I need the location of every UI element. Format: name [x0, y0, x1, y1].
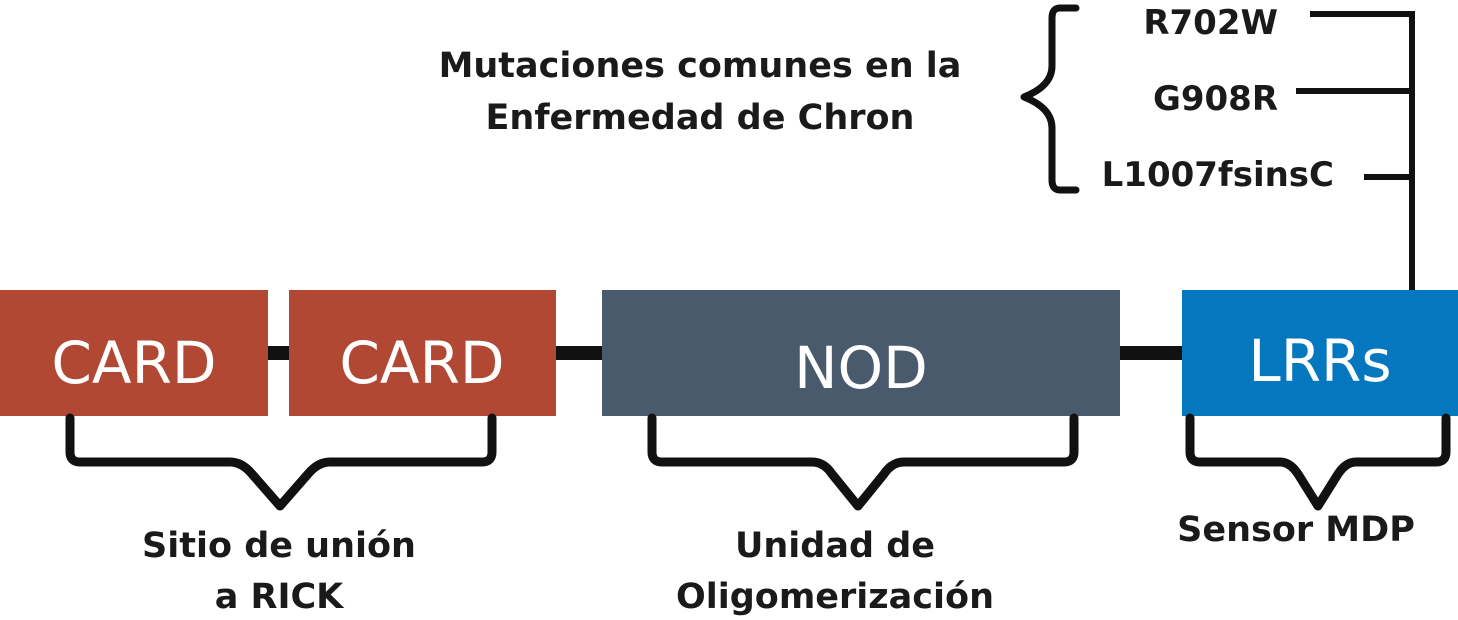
- lrrs-domain: LRRs: [1182, 290, 1458, 416]
- card-label-1: CARD: [51, 329, 216, 397]
- card-label-2: CARD: [339, 329, 504, 397]
- oligo-brace: [647, 413, 1079, 511]
- lrrs-box: [1182, 290, 1458, 416]
- card-box-2: [289, 290, 556, 416]
- lrrs-label: LRRs: [1248, 327, 1391, 395]
- mutations-brace: [1020, 4, 1080, 194]
- sensor-brace: [1185, 413, 1451, 511]
- rick-caption-line2: a RICK: [215, 577, 345, 617]
- card-domain-2: CARD: [289, 290, 556, 416]
- mutation-connectors: [1296, 11, 1415, 290]
- rick-caption-line1: Sitio de unión: [142, 526, 416, 566]
- sensor-caption: Sensor MDP: [1177, 510, 1415, 550]
- nod-label: NOD: [794, 334, 928, 402]
- card-domain-1: CARD: [0, 290, 268, 416]
- oligo-caption-line2: Oligomerización: [676, 577, 994, 617]
- oligo-caption-line1: Unidad de: [735, 526, 935, 566]
- mutation-r702w: R702W: [1143, 3, 1278, 43]
- mutation-g908r: G908R: [1153, 79, 1278, 119]
- mutation-l1007fsinsc: L1007fsinsC: [1102, 155, 1334, 195]
- nod-box: [602, 290, 1120, 416]
- nod-domain: NOD: [602, 290, 1120, 416]
- mutations-heading-line2: Enfermedad de Chron: [486, 98, 915, 138]
- mutations-heading-line1: Mutaciones comunes en la: [439, 46, 962, 86]
- card-box-1: [0, 290, 268, 416]
- rick-brace: [65, 413, 497, 511]
